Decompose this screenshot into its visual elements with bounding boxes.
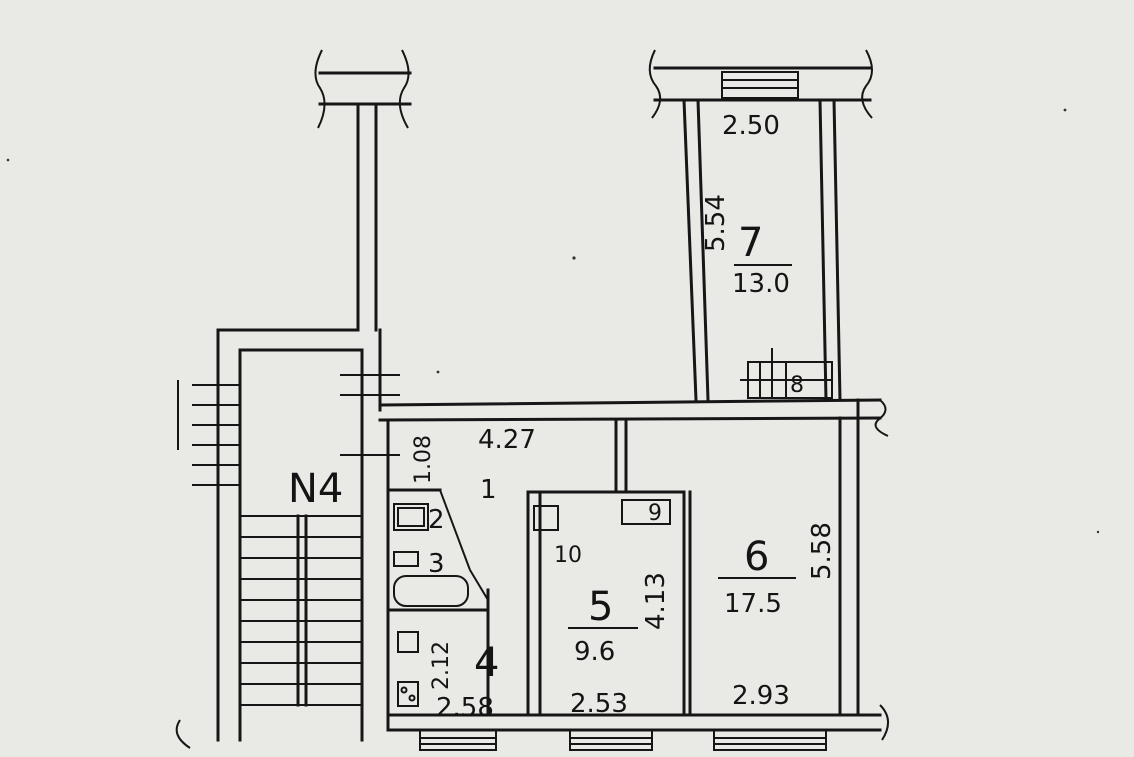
room-1-number: 1: [480, 475, 497, 505]
dimension-2-53: 2.53: [570, 689, 628, 719]
stair-treads: [240, 514, 362, 707]
room-6-number: 6: [744, 534, 769, 580]
dimension-4-13: 4.13: [641, 572, 671, 630]
dimension-5-58: 5.58: [807, 522, 837, 580]
room-3-number: 3: [428, 549, 445, 579]
dimension-2-50: 2.50: [722, 111, 780, 141]
room-2-number: 2: [428, 505, 445, 535]
room-5-number: 5: [588, 584, 613, 630]
dimension-1-08: 1.08: [411, 435, 436, 484]
bottom-windows: [175, 704, 889, 751]
bathroom-fixtures: [393, 489, 671, 707]
room-7-number: 7: [738, 220, 763, 266]
dimension-2-58: 2.58: [436, 693, 494, 723]
room-6-area: 17.5: [724, 589, 782, 619]
stair-shaft-walls: [216, 49, 412, 742]
paper-texture: [6, 108, 1100, 534]
left-wall-ticks: [177, 374, 400, 486]
room-5-area: 9.6: [574, 637, 615, 667]
room-9-number: 9: [648, 501, 662, 526]
room-8-number: 8: [790, 373, 804, 398]
room-7-area: 13.0: [732, 269, 790, 299]
room-7-walls: [648, 49, 873, 402]
dimension-2-93: 2.93: [732, 681, 790, 711]
room-4-number: 4: [474, 640, 499, 686]
room-10-number: 10: [554, 543, 582, 568]
dimension-2-12: 2.12: [429, 641, 454, 690]
dimension-5-54: 5.54: [701, 194, 731, 252]
dimension-4-27: 4.27: [478, 425, 536, 455]
stair-label: N4: [288, 466, 343, 512]
